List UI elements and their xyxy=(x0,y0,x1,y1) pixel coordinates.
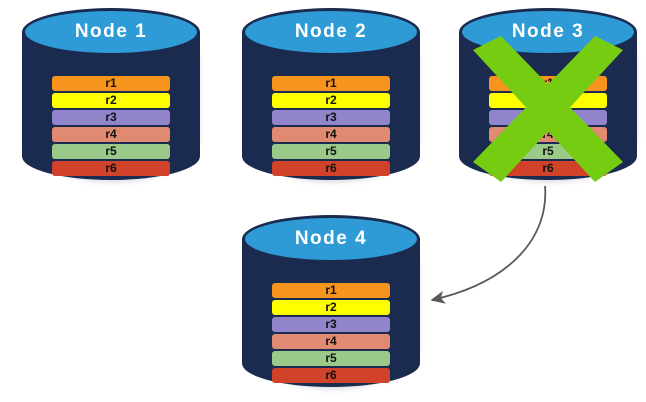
cylinder-top-ellipse xyxy=(242,8,420,56)
record-row[interactable]: r1 xyxy=(272,76,390,91)
record-row[interactable]: r5 xyxy=(272,351,390,366)
cylinder-top-ellipse xyxy=(22,8,200,56)
record-row[interactable]: r5 xyxy=(52,144,170,159)
record-row[interactable]: r5 xyxy=(489,144,607,159)
record-row[interactable]: r2 xyxy=(272,93,390,108)
cylinder-top-ellipse xyxy=(242,215,420,263)
node-node2[interactable]: Node 2 r1 r2 r3 r4 r5 r6 xyxy=(242,8,420,182)
node-node4[interactable]: Node 4 r1 r2 r3 r4 r5 r6 xyxy=(242,215,420,389)
node-title: Node 4 xyxy=(294,228,368,249)
record-row[interactable]: r4 xyxy=(489,127,607,142)
node-title: Node 2 xyxy=(294,21,368,42)
record-row[interactable]: r4 xyxy=(272,334,390,349)
arrow-path xyxy=(430,185,547,304)
record-row[interactable]: r6 xyxy=(489,161,607,176)
record-list: r1 r2 r3 r4 r5 r6 xyxy=(52,76,170,176)
record-row[interactable]: r1 xyxy=(52,76,170,91)
record-row[interactable]: r3 xyxy=(52,110,170,125)
record-row[interactable]: r4 xyxy=(52,127,170,142)
record-row[interactable]: r5 xyxy=(272,144,390,159)
record-row[interactable]: r2 xyxy=(52,93,170,108)
record-row[interactable]: r2 xyxy=(272,300,390,315)
record-row[interactable]: r1 xyxy=(489,76,607,91)
record-row[interactable]: r3 xyxy=(272,317,390,332)
record-row[interactable]: r6 xyxy=(52,161,170,176)
record-row[interactable]: r1 xyxy=(272,283,390,298)
node-title: Node 3 xyxy=(511,21,585,42)
record-row[interactable]: r6 xyxy=(272,161,390,176)
record-list: r1 r2 r3 r4 r5 r6 xyxy=(272,283,390,383)
record-row[interactable]: r4 xyxy=(272,127,390,142)
record-row[interactable]: r2 xyxy=(489,93,607,108)
node-node1[interactable]: Node 1 r1 r2 r3 r4 r5 r6 xyxy=(22,8,200,182)
record-list: r1 r2 r3 r4 r5 r6 xyxy=(272,76,390,176)
record-row[interactable]: r6 xyxy=(272,368,390,383)
record-row[interactable]: r3 xyxy=(489,110,607,125)
record-row[interactable]: r3 xyxy=(272,110,390,125)
node-node3[interactable]: Node 3 r1 r2 r3 r4 r5 r6 xyxy=(459,8,637,182)
record-list: r1 r2 r3 r4 r5 r6 xyxy=(489,76,607,176)
node-title: Node 1 xyxy=(74,21,148,42)
